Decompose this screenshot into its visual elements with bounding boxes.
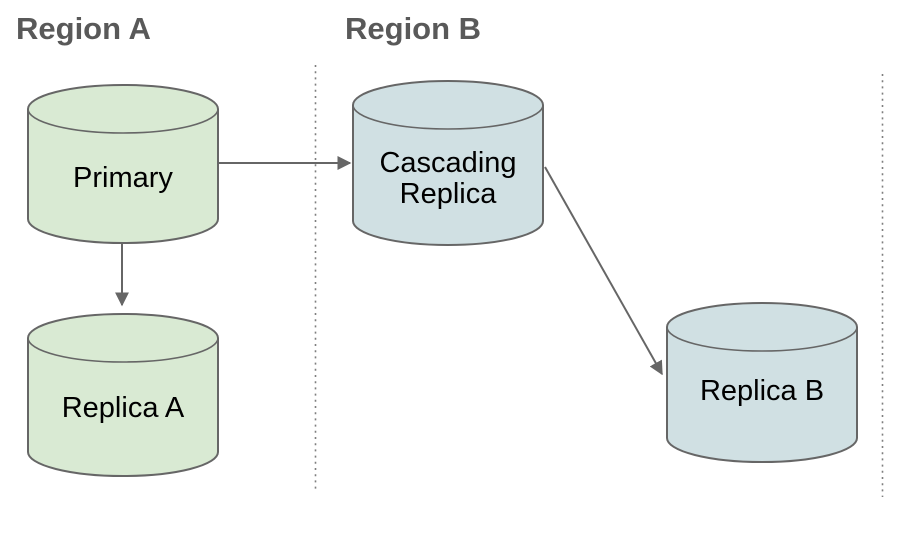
primary-cylinder-top-arc [27, 108, 219, 134]
cascading-replica-cylinder-body [352, 80, 544, 246]
replica-a-cylinder-top-arc [27, 337, 219, 363]
cascading-replica-node: Cascading Replica [352, 80, 544, 246]
region-a-heading: Region A [16, 11, 151, 46]
cascading-replica-cylinder-top-arc [352, 104, 544, 130]
replica-a-node-label: Replica A [62, 392, 185, 424]
replica-b-cylinder-top-arc [666, 326, 858, 352]
primary-cylinder-body [27, 84, 219, 244]
arrow-cascading-replica-to-replica-b [544, 166, 663, 376]
primary-node: Primary [27, 84, 219, 244]
replica-b-node: Replica B [666, 302, 858, 463]
cascading-replica-node-label-line2: Replica [400, 178, 498, 210]
replica-a-cylinder-body [27, 313, 219, 477]
replica-b-cylinder-body [666, 302, 858, 463]
primary-node-label: Primary [73, 162, 173, 194]
region-b-heading: Region B [345, 11, 481, 46]
replica-a-node: Replica A [27, 313, 219, 477]
cascading-replica-node-label-line1: Cascading [379, 147, 516, 179]
replica-b-node-label: Replica B [700, 375, 824, 407]
